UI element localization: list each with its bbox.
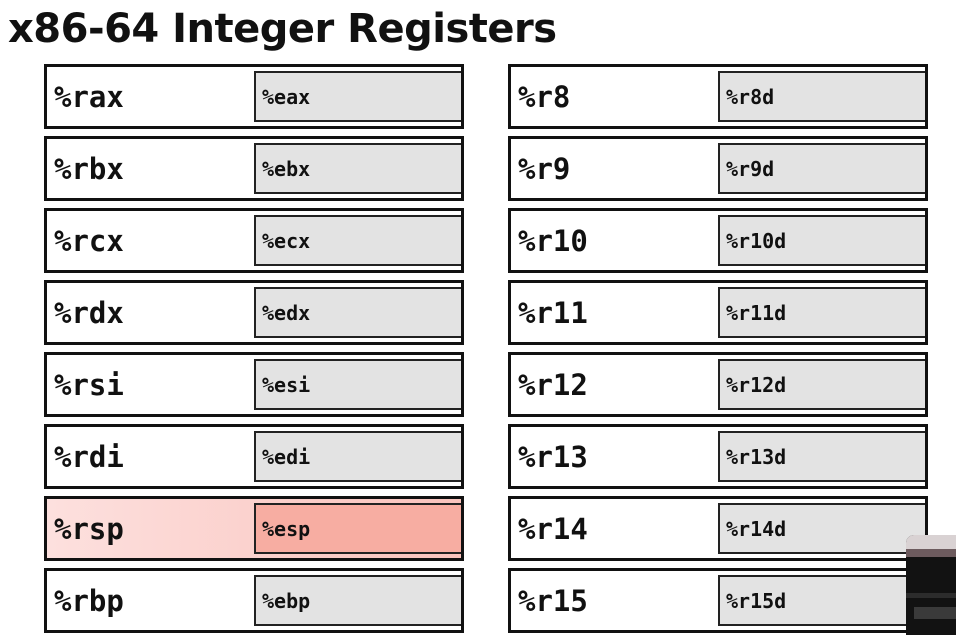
register-row-r13: %r13 %r13d — [508, 424, 928, 489]
register-row-r15: %r15 %r15d — [508, 568, 928, 633]
register-row-r8: %r8 %r8d — [508, 64, 928, 129]
register-row-r10: %r10 %r10d — [508, 208, 928, 273]
register-64bit-label: %rbp — [54, 583, 124, 618]
register-row-rdx: %rdx %edx — [44, 280, 464, 345]
left-register-column: %rax %eax %rbx %ebx %rcx %ecx %rdx %edx … — [44, 64, 464, 635]
register-64bit-label: %rsi — [54, 367, 124, 402]
register-32bit-label: %r8d — [718, 71, 925, 122]
register-32bit-label: %edx — [254, 287, 461, 338]
register-row-rbx: %rbx %ebx — [44, 136, 464, 201]
register-32bit-label: %r13d — [718, 431, 925, 482]
register-32bit-label: %r15d — [718, 575, 925, 626]
register-32bit-label: %esp — [254, 503, 461, 554]
register-64bit-label: %rdi — [54, 439, 124, 474]
register-row-r9: %r9 %r9d — [508, 136, 928, 201]
register-32bit-label: %esi — [254, 359, 461, 410]
register-64bit-label: %rax — [54, 79, 124, 114]
register-32bit-label: %ebx — [254, 143, 461, 194]
register-32bit-label: %r11d — [718, 287, 925, 338]
register-row-rax: %rax %eax — [44, 64, 464, 129]
register-32bit-label: %r9d — [718, 143, 925, 194]
register-row-rcx: %rcx %ecx — [44, 208, 464, 273]
register-row-r12: %r12 %r12d — [508, 352, 928, 417]
register-64bit-label: %rdx — [54, 295, 124, 330]
register-64bit-label: %r10 — [518, 223, 588, 258]
register-row-rsp-highlighted: %rsp %esp — [44, 496, 464, 561]
register-32bit-label: %ebp — [254, 575, 461, 626]
register-32bit-label: %r14d — [718, 503, 925, 554]
register-row-rsi: %rsi %esi — [44, 352, 464, 417]
register-32bit-label: %r12d — [718, 359, 925, 410]
register-64bit-label: %r14 — [518, 511, 588, 546]
register-64bit-label: %r13 — [518, 439, 588, 474]
slide-title: x86-64 Integer Registers — [8, 6, 557, 52]
register-64bit-label: %rsp — [54, 511, 124, 546]
register-32bit-label: %r10d — [718, 215, 925, 266]
register-row-r14: %r14 %r14d — [508, 496, 928, 561]
register-64bit-label: %r12 — [518, 367, 588, 402]
right-register-column: %r8 %r8d %r9 %r9d %r10 %r10d %r11 %r11d … — [508, 64, 928, 635]
register-64bit-label: %rbx — [54, 151, 124, 186]
register-64bit-label: %r11 — [518, 295, 588, 330]
register-32bit-label: %ecx — [254, 215, 461, 266]
register-64bit-label: %rcx — [54, 223, 124, 258]
register-row-rdi: %rdi %edi — [44, 424, 464, 489]
register-row-r11: %r11 %r11d — [508, 280, 928, 345]
register-64bit-label: %r15 — [518, 583, 588, 618]
register-32bit-label: %edi — [254, 431, 461, 482]
register-row-rbp: %rbp %ebp — [44, 568, 464, 633]
register-64bit-label: %r9 — [518, 151, 571, 186]
webcam-overlay — [906, 535, 956, 635]
register-32bit-label: %eax — [254, 71, 461, 122]
register-64bit-label: %r8 — [518, 79, 571, 114]
